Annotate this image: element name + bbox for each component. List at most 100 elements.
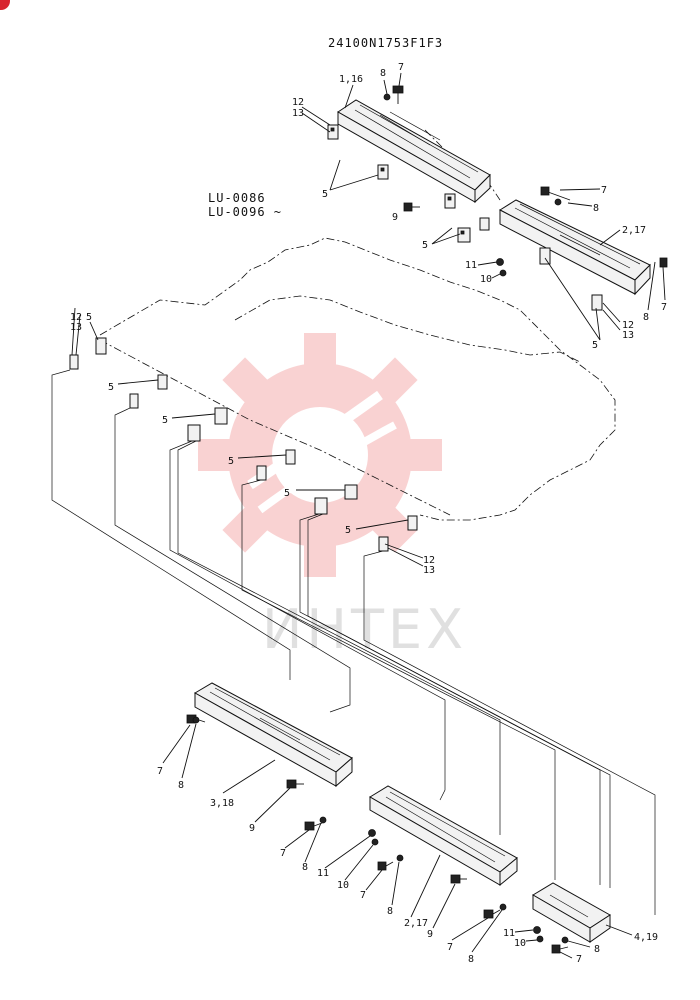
label-5-left-b: 5 [108,382,114,393]
bolt-7-right [540,186,571,201]
label-11-right: 11 [465,260,477,271]
label-2-17-lower: 2,17 [404,918,428,929]
bracket-5-frame-2 [129,374,168,409]
model-code-1: LU-0086 [208,191,266,205]
bolt-7-top [392,85,404,104]
bracket-5-frame-3 [187,407,228,442]
label-8-right: 8 [593,203,599,214]
label-12-mid: 12 [423,555,435,566]
bolt-7-bottom-2b [377,861,394,871]
label-4-19: 4,19 [634,932,658,943]
bracket-5-right-b [457,227,471,243]
label-5-left-d: 5 [228,456,234,467]
diagram-title: 24100N1753F1F3 [328,36,443,50]
rail-part-1-16 [337,99,491,204]
label-11-b2: 11 [317,868,329,879]
label-13-top: 13 [292,108,304,119]
label-3-18: 3,18 [210,798,234,809]
frame-bracket-leaders [71,307,424,567]
bolt-7-bottom-3b [551,944,569,954]
label-10-right: 10 [480,274,492,285]
bracket-12-13-leaders [602,302,621,331]
label-8-b3b: 8 [594,944,600,955]
nut-leaders [477,261,501,279]
bracket-5-top-b [377,164,389,180]
washer-8-bottom-3 [499,903,507,911]
label-12-top: 12 [292,97,304,108]
rail-2-17-leader [599,229,621,246]
label-7-b2: 7 [280,848,286,859]
washer-10-bottom-2 [371,838,379,846]
corner-badge [0,0,10,10]
label-5-top: 5 [322,189,328,200]
washer-10-right [499,269,507,277]
label-11-b3: 11 [503,928,515,939]
label-9-b2: 9 [249,823,255,834]
bolt-7-right-end [659,257,668,301]
bottom-1-leaders [162,723,276,794]
rail-part-3-18 [193,682,353,788]
label-5-right: 5 [422,240,428,251]
bolt-9-bottom-3 [450,874,467,884]
nut-11-bottom-3 [533,926,541,934]
top-rail-link [424,129,501,201]
right-top-leaders [559,188,601,207]
label-5-left-a: 5 [86,312,92,323]
label-8-b2b: 8 [387,906,393,917]
callout-labels: 1,16 12 13 8 7 5 7 8 9 5 2,17 11 10 8 7 … [70,62,667,965]
label-5-left-e: 5 [284,488,290,499]
label-5-left-c: 5 [162,415,168,426]
washer-8-right [554,198,562,206]
model-code-2: LU-0096 ~ [208,205,282,219]
label-9-b3: 9 [427,929,433,940]
frame-outline [99,237,616,521]
washer-10-bottom-3 [536,935,544,943]
frame-inner-outline [234,295,581,363]
label-8-b3: 8 [468,954,474,965]
label-7-b2b: 7 [360,890,366,901]
watermark-gear-icon [198,333,442,577]
washer-8-bottom-2 [319,816,327,824]
frame-lower-edge [99,339,451,516]
label-9-right: 9 [392,212,398,223]
label-13-mid: 13 [423,565,435,576]
washer-8-right-end-leader [647,261,656,311]
bolt-9-right [403,202,420,212]
watermark-wordmark: ИНТЕХ [262,598,467,661]
top-leader-lines [344,72,402,109]
washer-8-bottom-3b [561,936,569,944]
top-left-leaders [301,106,379,191]
label-10-b2: 10 [337,880,349,891]
label-10-b3: 10 [514,938,526,949]
label-8-top: 8 [380,68,386,79]
label-7-b3: 7 [447,942,453,953]
bracket-5-right-c [479,217,490,231]
label-8-b2: 8 [302,862,308,873]
label-7-b1: 7 [157,766,163,777]
label-12-left: 12 [70,312,82,323]
label-12-right: 12 [622,320,634,331]
label-7-top: 7 [398,62,404,73]
bracket-5-frame-4 [256,449,296,481]
rail-part-2-17-upper [498,199,651,296]
label-1-16: 1,16 [339,74,363,85]
bracket-5-right-a [444,193,456,209]
label-7-right-end: 7 [661,302,667,313]
bracket-5-frame-5 [314,484,358,515]
label-7-b3b: 7 [576,954,582,965]
bracket-5-frame-6 [378,515,418,552]
washer-8-top [383,93,391,101]
bracket-5-lower-leaders [544,257,601,341]
washer-8-bottom-2b [396,854,404,862]
washer-8-bottom-1 [192,716,200,724]
label-8-b1: 8 [178,780,184,791]
label-13-left: 13 [70,322,82,333]
label-7-right: 7 [601,185,607,196]
label-13-right: 13 [622,330,634,341]
label-8-right-end: 8 [643,312,649,323]
rail-part-2-17-lower [369,785,518,887]
rail-part-4-19 [532,882,611,943]
bracket-5-right-lower [539,247,603,311]
